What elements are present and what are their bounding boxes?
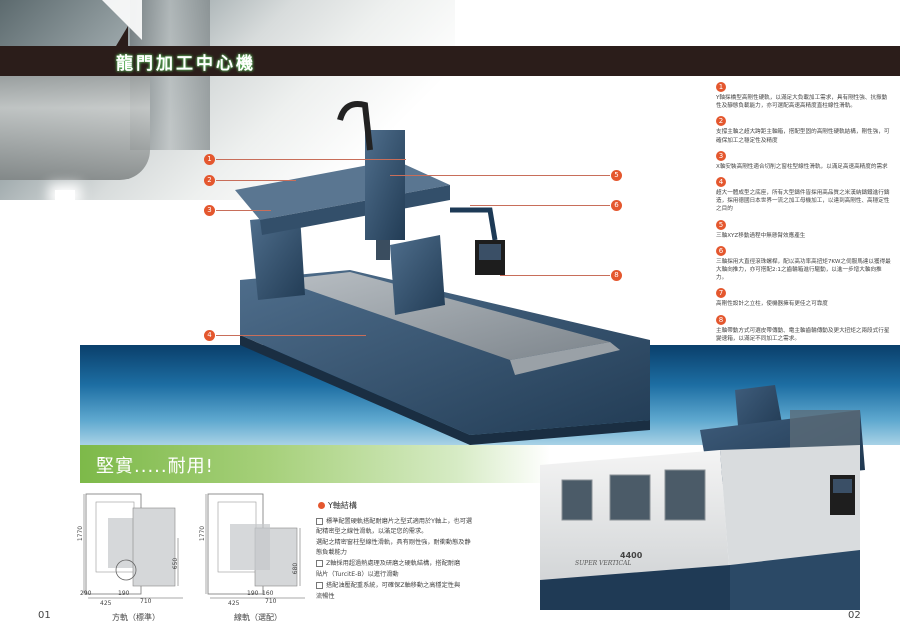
list-item: Z軸採用超過熱處理及研磨之硬軌結構，搭配耐磨: [316, 559, 476, 569]
dim-width-2: 425: [228, 600, 240, 607]
bullet-icon: [318, 502, 325, 509]
callout-3: 3: [204, 205, 215, 216]
y-axis-title: Y軸結構: [318, 500, 357, 511]
callout-2: 2: [204, 175, 215, 186]
drawing-caption-2: 線軌（選配）: [234, 613, 282, 622]
dim-side-2: 680: [292, 562, 300, 575]
callout-line-5: [390, 175, 610, 176]
drawing-linear: [205, 493, 305, 599]
callout-4: 4: [204, 330, 215, 341]
brand-label: SUPER VERTICAL: [575, 560, 632, 567]
dim-depth-2: 710: [265, 598, 277, 605]
y-axis-list: 標準配置硬軌搭配耐磨片之型式適用於Y軸上，也可選配精密型之線性滑軌，以滿足您的需…: [316, 517, 476, 603]
list-item: 貼片（TurcitE-B）以進行滑動: [316, 571, 399, 578]
page-number-left: 01: [38, 610, 51, 621]
callout-6: 6: [611, 200, 622, 211]
green-band: [80, 445, 550, 483]
dim-side-1: 650: [172, 557, 180, 570]
callout-line-2: [216, 180, 296, 181]
dim-width-1: 425: [100, 600, 112, 607]
title-bar: 龍門加工中心機: [0, 26, 900, 76]
callout-line-8: [500, 275, 610, 276]
callout-line-1: [216, 159, 406, 160]
drawing-caption-1: 方軌（標準）: [112, 613, 160, 622]
enclosed-machine-photo: [540, 385, 865, 610]
dim-gap-1: 190: [118, 590, 130, 597]
dim-height-1: 1770: [77, 525, 85, 542]
dim-depth-1: 710: [140, 598, 152, 605]
dim-gap-2a: 190: [247, 590, 259, 597]
dim-height-2: 1770: [199, 525, 207, 542]
list-item: 選配之精密窗柱型線性滑軌，具有剛性強，耐衝動態及静態負載能力: [316, 539, 471, 556]
band-text: 堅實.....耐用!: [96, 456, 214, 477]
page-title: 龍門加工中心機: [116, 54, 256, 74]
dim-base-1: 290: [80, 590, 92, 597]
drawing-standard: [83, 493, 183, 599]
page-number-right: 02: [848, 610, 861, 621]
callout-8: 8: [611, 270, 622, 281]
callout-1: 1: [204, 154, 215, 165]
callout-5: 5: [611, 170, 622, 181]
callout-line-3: [216, 210, 271, 211]
list-item: 流暢性: [316, 593, 335, 600]
list-item: 標準配置硬軌搭配耐磨片之型式適用於Y軸上，也可選配精密型之線性滑軌，以滿足您的需…: [316, 517, 473, 535]
machine-model-label: 4400: [620, 551, 643, 560]
callout-line-6: [470, 205, 610, 206]
list-item: 搭配油壓配重系統，可確保Z軸移動之高穩定性與: [316, 581, 476, 591]
dim-gap-2b: 160: [262, 590, 274, 597]
callout-line-4: [216, 335, 366, 336]
gantry-machine-illustration: [235, 101, 650, 445]
